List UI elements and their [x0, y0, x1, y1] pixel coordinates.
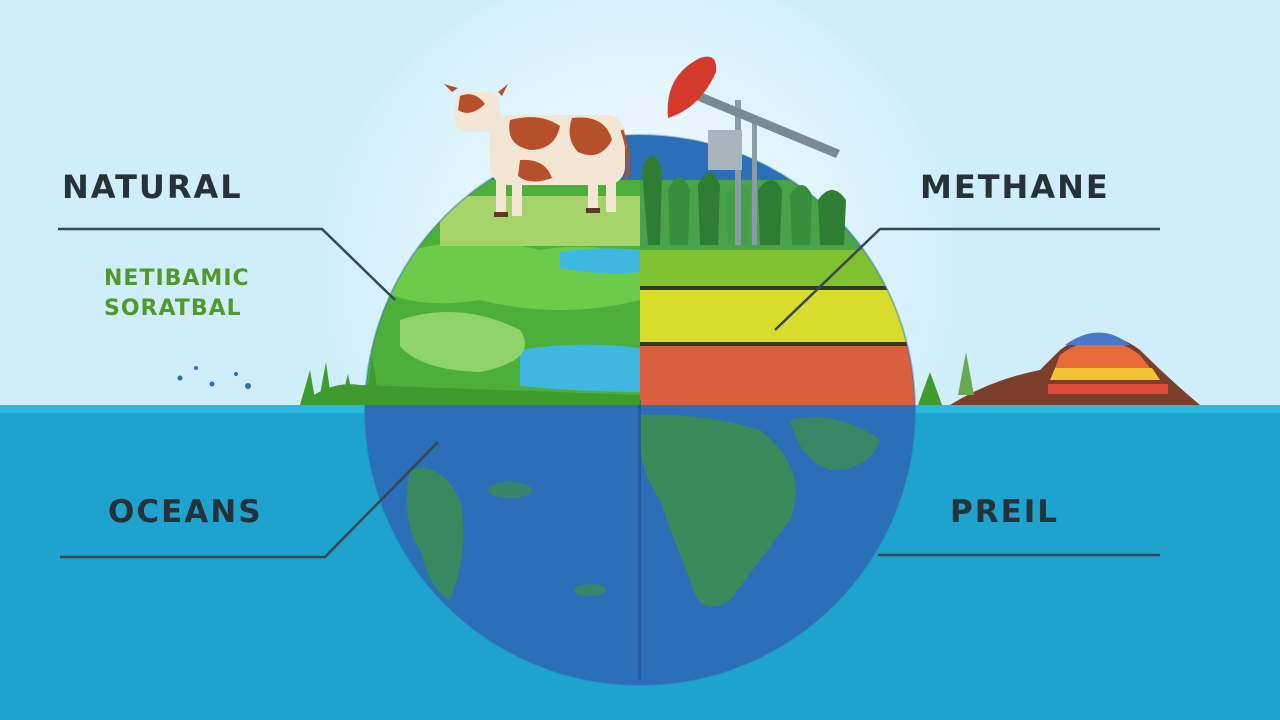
label-preil: PREIL — [950, 494, 1060, 530]
leader-oceans — [60, 441, 439, 559]
shrub-icon — [918, 352, 974, 405]
label-natural: NATURAL — [62, 168, 243, 206]
label-natural-sub-1: NETIBAMIC — [104, 266, 250, 291]
trees-icon — [642, 155, 846, 245]
label-oceans: OCEANS — [108, 494, 263, 530]
bubbles — [177, 366, 251, 389]
oil-pump-icon — [667, 56, 840, 245]
label-methane: METHANE — [920, 168, 1110, 206]
shore-left — [300, 384, 640, 405]
leader-natural — [58, 227, 396, 301]
mountain-icon — [950, 332, 1200, 405]
cow-icon — [444, 84, 630, 217]
grass-icon — [300, 355, 380, 405]
globe-outline — [364, 134, 916, 686]
leader-methane — [774, 227, 1160, 331]
label-natural-sub-2: SORATBAL — [104, 296, 242, 321]
